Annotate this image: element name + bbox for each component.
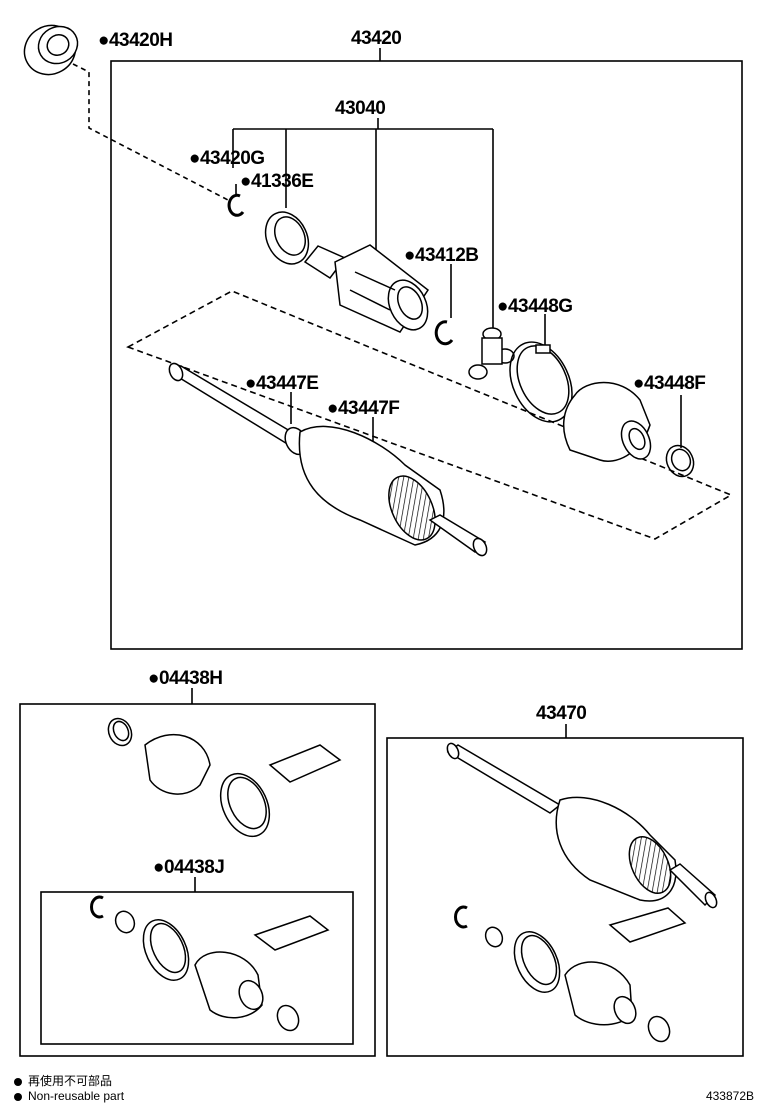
label-43420G: ●43420G [189, 148, 265, 169]
boot-drawing [563, 381, 652, 462]
seal-43420H-drawing [23, 24, 79, 76]
boot-kit-04438H-drawing [107, 717, 342, 838]
label-43040: 43040 [335, 98, 385, 119]
axle-shaft-drawing [168, 362, 488, 557]
dashed-boot-kit-outline [126, 290, 733, 540]
figure-code: 433872B [705, 1089, 754, 1103]
legend: 再使用不可部品 Non-reusable part [14, 1074, 124, 1104]
label-04438J: ●04438J [153, 857, 224, 878]
axle-assembly-43470-drawing [446, 742, 718, 1043]
assembly-43470-frame [386, 737, 744, 1057]
dashed-leader-43420H [72, 63, 229, 201]
label-43420: 43420 [351, 28, 401, 49]
kit-04438H-frame [19, 703, 376, 1057]
tripod-joint-drawing [468, 327, 515, 380]
legend-text-jp: 再使用不可部品 [28, 1074, 113, 1088]
snap-ring-43412B-drawing [434, 320, 454, 346]
outboard-joint-housing-drawing [303, 244, 430, 333]
legend-item-en: Non-reusable part [14, 1089, 124, 1104]
legend-item-jp: 再使用不可部品 [14, 1074, 124, 1089]
snap-ring-43420G-drawing [227, 193, 245, 217]
label-43448F: ●43448F [633, 373, 705, 394]
kit-04438J-frame [40, 891, 354, 1045]
label-43447E: ●43447E [245, 373, 318, 394]
bullet-icon [14, 1077, 22, 1086]
bullet-icon [14, 1092, 22, 1101]
boot-kit-04438J-drawing [90, 895, 330, 1032]
label-04438H: ●04438H [148, 668, 223, 689]
boot-clamp-43448F-drawing [665, 444, 695, 478]
legend-text-en: Non-reusable part [28, 1089, 125, 1103]
label-43448G: ●43448G [497, 296, 573, 317]
label-43470: 43470 [536, 703, 586, 724]
label-43420H: ●43420H [98, 30, 173, 51]
assembly-43420-frame [110, 60, 743, 650]
boot-clamp-43448G-drawing [509, 341, 573, 423]
label-43447F: ●43447F [327, 398, 399, 419]
seal-41336E-drawing [264, 211, 310, 265]
label-41336E: ●41336E [240, 171, 313, 192]
label-43412B: ●43412B [404, 245, 479, 266]
